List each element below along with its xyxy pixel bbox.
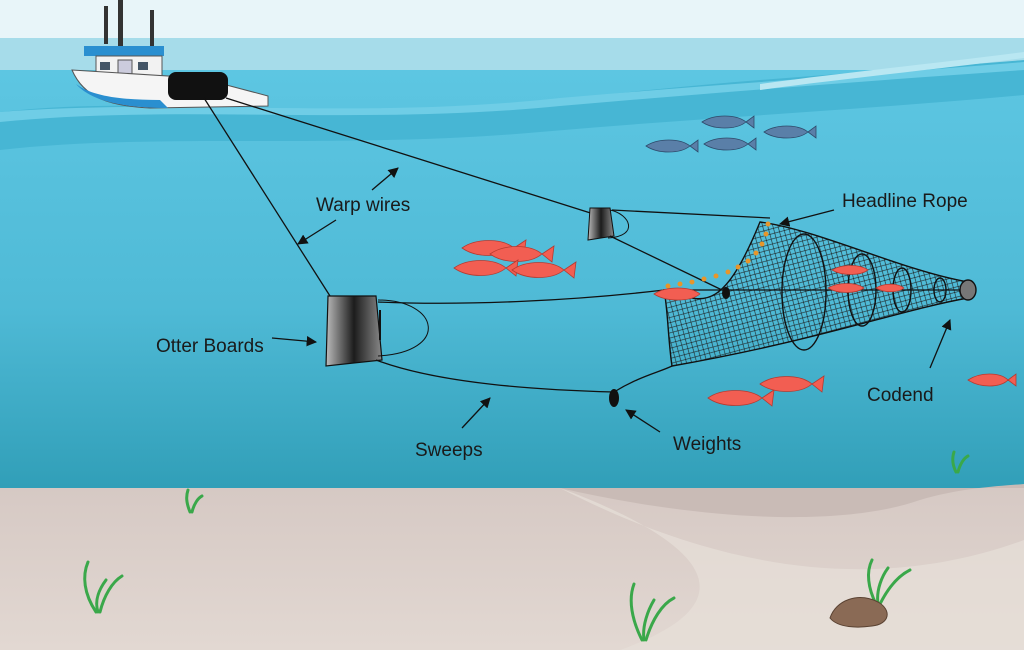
otter-board-far [587, 207, 771, 291]
trawl-net [663, 221, 977, 367]
blue-fish-school [645, 115, 817, 153]
rock [829, 597, 888, 628]
arrow-warp-lower [297, 219, 337, 245]
weight [609, 389, 619, 407]
warp-wires [203, 97, 601, 319]
arrow-headline [778, 209, 835, 227]
arrow-warp-upper [371, 167, 399, 191]
fishing-boat [71, 0, 269, 109]
headline-floats [665, 221, 771, 289]
red-fish-group [453, 239, 1017, 407]
arrow-otter [271, 335, 318, 347]
seagrass [83, 450, 970, 642]
sweeps [375, 289, 673, 393]
arrow-weights [625, 409, 661, 433]
surface-swell-light [0, 62, 1024, 122]
arrow-codend [929, 319, 952, 369]
seabed-ridge [0, 484, 1024, 518]
label-otter-boards: Otter Boards [156, 336, 264, 357]
label-weights: Weights [673, 434, 742, 455]
label-headline-rope: Headline Rope [842, 191, 968, 212]
arrow-sweeps [461, 397, 491, 429]
surface-highlight [760, 52, 1024, 90]
otter-board-near [325, 295, 429, 367]
label-sweeps: Sweeps [415, 440, 483, 461]
label-warp-wires: Warp wires [316, 195, 411, 216]
seabed-shade [560, 488, 1024, 650]
sky [0, 0, 1024, 45]
label-codend: Codend [867, 385, 934, 406]
label-arrows [271, 167, 952, 433]
